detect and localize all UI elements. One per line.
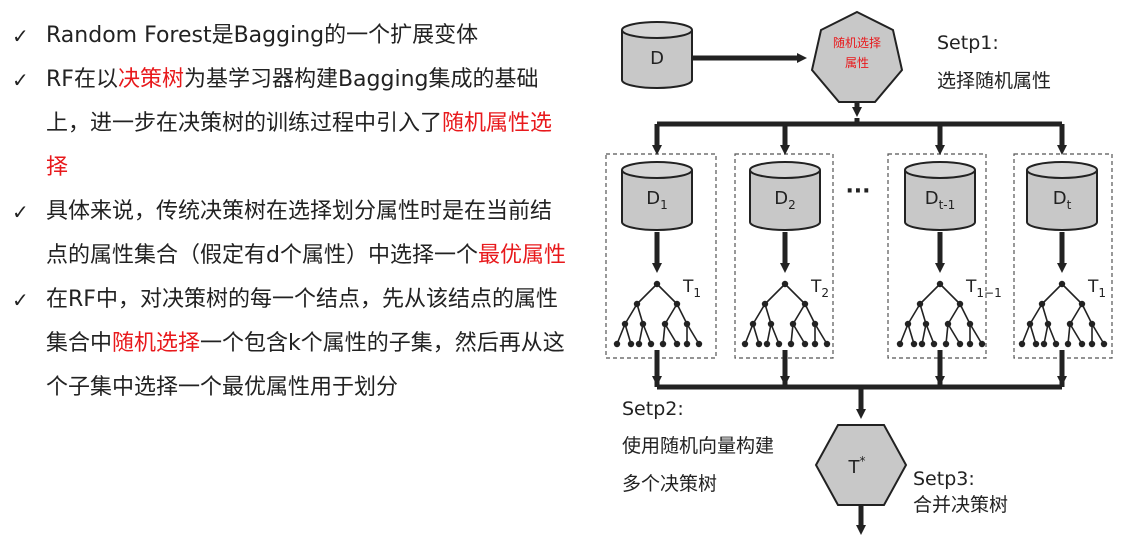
tree-icon [1018, 280, 1108, 348]
tree-label: T1 [682, 277, 701, 300]
dataset-label: Dt [1053, 188, 1072, 212]
check-icon: ✓ [12, 200, 29, 224]
dataset-label: Dt-1 [925, 188, 956, 212]
tree-label: T1 [1087, 277, 1106, 300]
tree-label: T2 [810, 277, 829, 300]
source-dataset-cylinder: D [621, 21, 693, 89]
source-dataset-label: D [650, 48, 664, 69]
bullet-text: RF在以 [46, 67, 118, 92]
dataset-group-box [605, 153, 717, 359]
bullet-text: 在RF中，对决策树的每一个结点，先从该结点的属性集合中 [46, 287, 558, 356]
check-icon: ✓ [12, 288, 29, 312]
step3-title: Setp3: [913, 468, 975, 490]
dataset-label: D2 [774, 188, 796, 212]
bullet-item: ✓ 在RF中，对决策树的每一个结点，先从该结点的属性集合中随机选择一个包含k个属性… [12, 278, 572, 410]
tree-icon [896, 280, 986, 348]
ellipsis-label: ··· [845, 179, 870, 204]
step3-text: 合并决策树 [913, 494, 1008, 516]
dataset-label: D1 [646, 188, 668, 212]
selector-label-line2: 属性 [845, 56, 869, 70]
step1-text: 选择随机属性 [937, 70, 1051, 92]
selector-label-line1: 随机选择 [833, 35, 881, 50]
bullet-text: 一个包含k个属性的子集，然后再从这个子集中选择一个最优属性用于划分 [46, 331, 565, 400]
dataset-cylinder: D2 [749, 161, 821, 231]
dataset-cylinder: Dt-1 [904, 161, 976, 231]
step2-title: Setp2: [622, 398, 684, 420]
check-icon: ✓ [12, 68, 29, 92]
bullet-item: ✓ 具体来说，传统决策树在选择划分属性时是在当前结点的属性集合（假定有d个属性）中… [12, 190, 572, 278]
step2-line1: 使用随机向量构建 [622, 435, 774, 457]
bullet-list: ✓ Random Forest是Bagging的一个扩展变体 ✓ RF在以决策树为基学… [12, 14, 572, 410]
combiner-label: T* [848, 454, 866, 478]
dataset-cylinder: Dt [1026, 161, 1098, 231]
bullet-item: ✓ Random Forest是Bagging的一个扩展变体 [12, 14, 572, 58]
step2-line2: 多个决策树 [622, 473, 717, 495]
highlighted-text: 随机属性选择 [46, 111, 553, 180]
bullet-item: ✓ RF在以决策树为基学习器构建Bagging集成的基础上，进一步在决策树的训练过… [12, 58, 572, 190]
bullet-text: Random Forest是Bagging的一个扩展变体 [46, 23, 479, 48]
highlighted-text: 最优属性 [477, 243, 566, 268]
tree-label: T1−1 [965, 277, 1002, 300]
tree-icon [613, 280, 703, 348]
random-attribute-selector: 随机选择 属性 [810, 10, 904, 103]
dataset-group: Dt-1T1−1 [887, 124, 1002, 387]
tree-icon [741, 280, 831, 348]
check-icon: ✓ [12, 24, 29, 48]
step1-title: Setp1: [937, 32, 999, 54]
highlighted-text: 随机选择 [112, 331, 201, 356]
bullet-text: 具体来说，传统决策树在选择划分属性时是在当前结点的属性集合（假定有d个属性）中选… [46, 199, 553, 268]
bullet-text: 为基学习器构建Bagging集成的基础上，进一步在决策树的训练过程中引入了 [46, 67, 539, 136]
highlighted-text: 决策树 [117, 67, 184, 92]
dataset-cylinder: D1 [621, 161, 693, 231]
combiner-hexagon: T* [814, 424, 908, 506]
